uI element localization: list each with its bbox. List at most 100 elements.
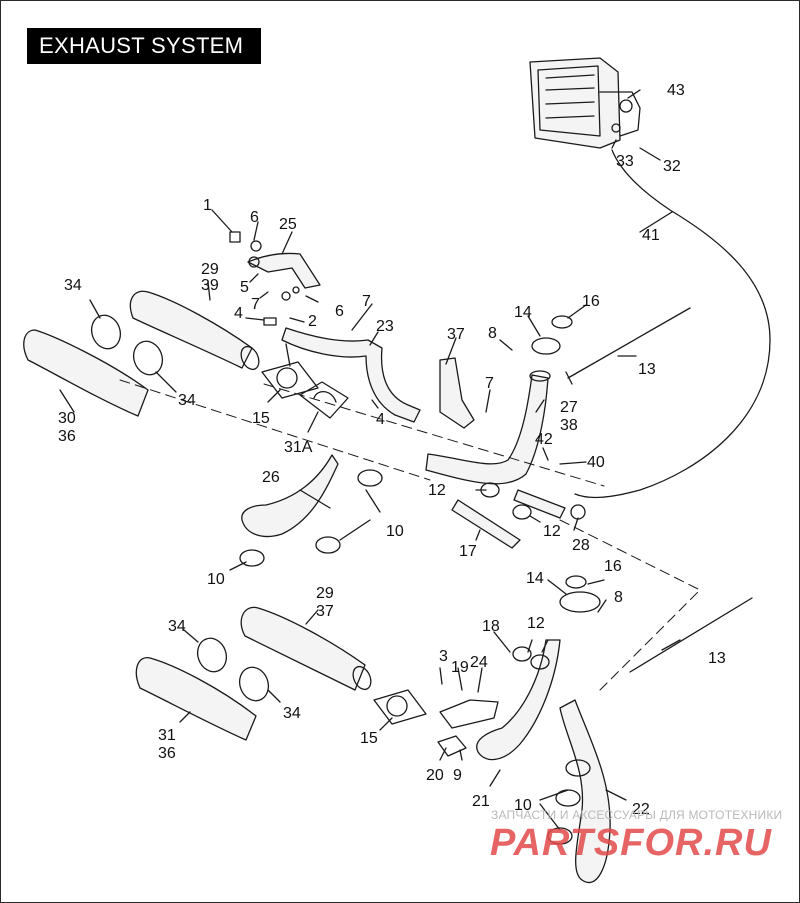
bracket-24 (439, 699, 499, 729)
seal-28 (570, 504, 586, 520)
callout: 38 (560, 417, 578, 434)
callout: 28 (572, 537, 590, 554)
clamp-12d (530, 654, 550, 670)
callout: 32 (663, 158, 681, 175)
callout: 36 (158, 745, 176, 762)
heat-shield-lower (135, 657, 257, 741)
callout: 13 (708, 650, 726, 667)
clamp-10c (239, 549, 265, 567)
clamp-10a (357, 469, 383, 487)
callout: 15 (252, 410, 270, 427)
clamp-10b (315, 536, 341, 554)
heat-shield-upper (23, 329, 149, 417)
callout: 34 (64, 277, 82, 294)
callout: 10 (514, 797, 532, 814)
clamp-34d (238, 666, 270, 702)
o2-sensor-upper (565, 307, 691, 385)
callout: 41 (642, 227, 660, 244)
o2-sensor-lower (629, 597, 753, 673)
clamp-34b (132, 340, 164, 376)
callout: 16 (604, 558, 622, 575)
callout: 36 (58, 428, 76, 445)
callout: 23 (376, 318, 394, 335)
callout: 34 (178, 392, 196, 409)
callout: 27 (560, 399, 578, 416)
ring-16 (551, 315, 573, 329)
callout: 22 (632, 801, 650, 818)
bracket-20 (437, 735, 467, 757)
bracket-31a (299, 381, 349, 419)
callout: 34 (168, 618, 186, 635)
callout: 34 (283, 705, 301, 722)
callout: 1 (203, 197, 212, 214)
pipe-26 (241, 454, 339, 538)
callout: 2 (308, 313, 317, 330)
callout: 30 (58, 410, 76, 427)
callout: 16 (582, 293, 600, 310)
callout: 3 (439, 648, 448, 665)
clamp-10f (547, 827, 573, 845)
callout: 5 (240, 279, 249, 296)
gasket-14 (531, 337, 561, 355)
watermark-tagline: ЗАПЧАСТИ И АКСЕССУАРЫ ДЛЯ МОТОТЕХНИКИ (491, 808, 783, 822)
ring-16-lower (565, 575, 587, 589)
callout: 17 (459, 543, 477, 560)
callout: 40 (587, 454, 605, 471)
watermark-brand: PARTSFOR.RU (490, 822, 772, 864)
callout: 33 (616, 153, 634, 170)
clamp-34a (90, 314, 122, 350)
callout: 9 (453, 767, 462, 784)
callout: 37 (316, 603, 334, 620)
callout: 14 (514, 304, 532, 321)
pipe-segment (513, 489, 566, 519)
callout: 21 (472, 793, 490, 810)
callout: 24 (470, 654, 488, 671)
clamp-12b (512, 504, 532, 520)
callout: 15 (360, 730, 378, 747)
pipe-17 (451, 499, 521, 549)
callout: 12 (543, 523, 561, 540)
bracket-37 (439, 357, 475, 429)
clamp-15-lower (373, 689, 427, 725)
clamp-15-upper (261, 343, 319, 399)
muffler-lower (240, 606, 372, 691)
callout: 13 (638, 361, 656, 378)
clamp-12c (512, 646, 532, 662)
callout: 39 (201, 277, 219, 294)
callout: 37 (447, 326, 465, 343)
callout: 20 (426, 767, 444, 784)
clamp-10d (565, 759, 591, 777)
callout: 19 (451, 659, 469, 676)
callout: 10 (386, 523, 404, 540)
callout: 12 (527, 615, 545, 632)
mount-arm-23 (281, 327, 421, 423)
callout: 12 (428, 482, 446, 499)
callout: 7 (485, 375, 494, 392)
callout: 43 (667, 82, 685, 99)
page-title: EXHAUST SYSTEM (27, 28, 261, 64)
callout: 29 (201, 261, 219, 278)
callout: 42 (535, 431, 553, 448)
callout: 31 (158, 727, 176, 744)
clamp-34c (196, 637, 228, 673)
callout: 4 (376, 411, 385, 428)
callout: 6 (250, 209, 259, 226)
muffler-upper (129, 290, 260, 371)
pipe-22 (559, 699, 611, 883)
pipe-21 (476, 639, 561, 761)
callout-labels: 1 6 25 5 7 6 2 7 4 23 29 39 34 34 30 36 … (58, 82, 726, 818)
callout: 8 (614, 589, 623, 606)
callout: 8 (488, 325, 497, 342)
ecm-module (529, 57, 641, 149)
callout: 26 (262, 469, 280, 486)
bracket-25 (229, 231, 321, 326)
callout: 10 (207, 571, 225, 588)
callout: 6 (335, 303, 344, 320)
callout: 31A (284, 439, 313, 456)
callout: 14 (526, 570, 544, 587)
callout: 29 (316, 585, 334, 602)
callout: 25 (279, 216, 297, 233)
callout: 4 (234, 305, 243, 322)
callout: 7 (362, 293, 371, 310)
